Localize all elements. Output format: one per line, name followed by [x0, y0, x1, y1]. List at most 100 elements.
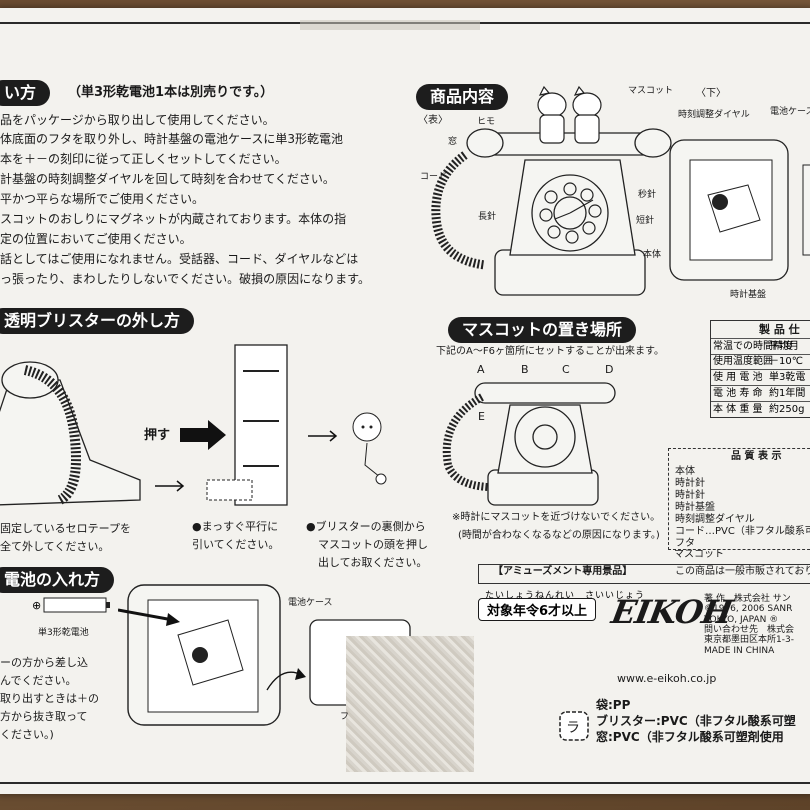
copyright-line-2: ©1976, 2006 SANR — [704, 604, 793, 615]
copyright-block: 著 作 株式会社 サン ©1976, 2006 SANR TOKYO, JAPA… — [704, 594, 794, 656]
quality-item-1: 本体 — [675, 466, 695, 477]
slide-arrow-icon — [155, 480, 185, 492]
section-title-usage: い方 — [0, 80, 51, 106]
svg-text:⊕: ⊕ — [32, 599, 41, 612]
spot-e: E — [478, 410, 485, 423]
blister-step1-line2: 全て外してください。 — [0, 540, 110, 553]
blister-step2-line1: ●まっすぐ平行に — [192, 520, 279, 533]
label-mascot: マスコット — [628, 86, 674, 96]
spec-val-1: 平均月 — [769, 341, 799, 352]
section-title-blister: 透明ブリスターの外し方 — [0, 308, 195, 334]
blister-step1-line1: 固定しているセロテープを — [0, 522, 132, 535]
label-minute-hand: 長針 — [478, 212, 497, 222]
blister-step3-line3: 出してお取ください。 — [318, 556, 428, 569]
spot-d: D — [605, 363, 614, 376]
blister-step3-line1: ●ブリスターの裏側から — [306, 520, 426, 533]
usage-subtitle: （単3形乾電池1本は別売りです。） — [68, 85, 274, 100]
label-battery-case: 電池ケース — [770, 107, 810, 117]
battery-text-3: 取り出すときは＋の — [0, 692, 99, 705]
open-cover-arrow-icon — [266, 668, 306, 691]
label-hour-hand: 短針 — [636, 216, 655, 226]
amusement-label: 【アミューズメント専用景品】 — [493, 566, 633, 577]
copyright-line-5: 東京都墨田区本所1-3- — [704, 635, 794, 646]
scuff-mark — [300, 20, 480, 30]
material-window: 窓:PVC（非フタル酸系可塑剤使用 — [596, 730, 784, 744]
spec-val-5: 約250g — [769, 404, 805, 415]
blister-step3-line2: マスコットの頭を押し — [318, 538, 428, 551]
blister-step2-line2: 引いてください。 — [192, 538, 280, 551]
battery-text-5: ください。) — [0, 728, 54, 741]
quality-label-box: 品 質 表 示 本体 時計針 時計針 時計基盤 時刻調整ダイヤル コード…PVC… — [668, 448, 810, 550]
placement-note-1: ※時計にマスコットを近づけないでください。 — [452, 512, 661, 523]
usage-line-4: 計基盤の時刻調整ダイヤルを回して時刻を合わせてください。 — [0, 172, 335, 186]
label-strap: ヒモ — [477, 117, 496, 127]
quality-item-7: フタ — [675, 538, 695, 549]
quality-item-4: 時計基盤 — [675, 502, 715, 513]
spot-c: C — [562, 363, 570, 376]
quality-title: 品 質 表 示 — [731, 451, 782, 462]
tape-residue-patch — [346, 636, 474, 772]
push-arrow-icon — [180, 420, 226, 450]
plastic-recycle-icon: ラ — [559, 711, 589, 741]
push-label: 押す — [144, 428, 171, 443]
specs-title: 製 品 仕 — [759, 323, 800, 336]
spec-key-1: 常温での時間精度 — [713, 341, 793, 352]
mascot-magnet-illustration — [352, 412, 387, 485]
copyright-line-3: TOKYO, JAPAN ® — [704, 614, 779, 625]
material-bag: 袋:PP — [596, 698, 631, 712]
next-arrow-icon — [308, 430, 338, 442]
section-title-contents: 商品内容 — [416, 84, 509, 110]
quality-item-5: 時刻調整ダイヤル — [675, 514, 755, 525]
product-specs-table: 製 品 仕 常温での時間精度平均月 使用温度範囲－10℃ 使 用 電 池単3乾電… — [710, 320, 810, 418]
contents-bottom-label: 〈下〉 — [696, 88, 726, 99]
copyright-line-4: 問い合わせ先 株式会 — [704, 625, 795, 636]
usage-line-2: 体底面のフタを取り外し、時計基盤の電池ケースに単3形乾電池 — [0, 132, 344, 146]
battery-compartment-illustration — [118, 584, 281, 726]
spot-a: A — [477, 363, 485, 376]
usage-line-3: 本を＋－の刻印に従って正しくセットしてください。 — [0, 152, 287, 166]
target-age-badge: たいしょうねんれい さいいじょう 対象年令6才以上 — [478, 591, 644, 621]
bottom-border — [0, 782, 810, 784]
target-age-text: 対象年令6才以上 — [487, 604, 588, 619]
spec-key-2: 使用温度範囲 — [713, 356, 773, 367]
telephone-front-illustration — [431, 85, 672, 296]
usage-line-6: スコットのおしりにマグネットが内蔵されております。本体の指 — [0, 212, 347, 226]
quality-item-8: マスコット — [674, 549, 724, 560]
website-url: www.e-eikoh.co.jp — [617, 672, 717, 685]
telephone-bottom-illustration — [669, 139, 810, 281]
telephone-placement-illustration — [442, 382, 616, 506]
blister-card-illustration — [206, 344, 288, 506]
spec-val-4: 約1年間 — [769, 388, 806, 399]
usage-line-5: 平かつ平らな場所でご使用ください。 — [0, 192, 205, 206]
usage-line-1: 品をパッケージから取り出して使用してください。 — [0, 113, 275, 127]
battery-text-1: ーの方から差し込 — [0, 656, 88, 669]
battery-text-4: 方から抜き取って — [0, 710, 88, 723]
label-cord: コード — [420, 172, 448, 182]
label-clock-base: 時計基盤 — [730, 290, 767, 300]
contents-front-label: 〈表〉 — [418, 115, 448, 126]
label-second-hand: 秒針 — [638, 190, 657, 200]
copyright-line-6: MADE IN CHINA — [704, 645, 775, 656]
section-title-battery: 電池の入れ方 — [0, 567, 115, 593]
spec-key-4: 電 池 寿 命 — [713, 388, 763, 399]
usage-line-7: 定の位置においてご使用ください。 — [0, 232, 192, 246]
label-time-dial: 時刻調整ダイヤル — [678, 110, 750, 120]
spec-val-2: －10℃ — [769, 356, 803, 367]
quality-item-3: 時計針 — [675, 490, 705, 501]
spot-b: B — [521, 363, 529, 376]
quality-item-2: 時計針 — [675, 478, 705, 489]
quality-item-6: コード…PVC（非フタル酸系可 — [675, 526, 810, 537]
cover-label: フ — [340, 712, 350, 722]
spec-key-3: 使 用 電 池 — [713, 372, 763, 383]
amusement-text: この商品は一般市販されており — [675, 566, 810, 577]
placement-note-2: (時間が合わなくなるなどの原因になります。) — [458, 530, 660, 541]
blister-phone-illustration — [0, 361, 141, 506]
battery-type-label: 単3形乾電池 — [38, 628, 89, 638]
spec-key-5: 本 体 重 量 — [713, 404, 763, 415]
material-blister: ブリスター:PVC（非フタル酸系可塑 — [596, 714, 796, 728]
copyright-line-1: 著 作 株式会社 サン — [704, 594, 791, 604]
placement-instruction: 下記のA～F6ヶ箇所にセットすることが出来ます。 — [436, 346, 664, 357]
usage-line-9: っ張ったり、まわしたりしないでください。破損の原因になります。 — [0, 272, 370, 286]
label-body: 本体 — [643, 250, 662, 260]
battery-case-label: 電池ケース — [288, 598, 333, 608]
